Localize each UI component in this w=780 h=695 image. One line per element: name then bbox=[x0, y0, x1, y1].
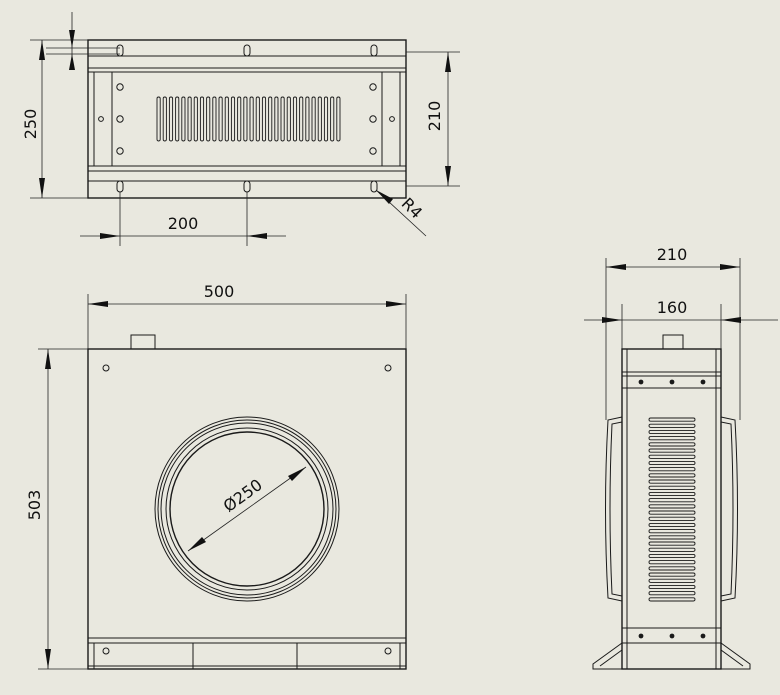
dim-label-503: 503 bbox=[25, 490, 44, 521]
vent-slot bbox=[648, 584, 696, 590]
vent-slot bbox=[648, 436, 696, 441]
dim-diameter: Ø250 bbox=[187, 466, 307, 552]
front-nozzle bbox=[130, 334, 156, 350]
vent-slot bbox=[648, 529, 696, 534]
vent-slot bbox=[317, 96, 322, 142]
vent-slot bbox=[168, 96, 174, 142]
dim-top-pitch: 200 bbox=[80, 192, 286, 246]
vent-slot bbox=[648, 510, 696, 515]
vent-slot bbox=[224, 96, 229, 142]
vent-slot bbox=[648, 578, 696, 583]
top-screws bbox=[98, 83, 395, 155]
dim-top-clearance bbox=[46, 12, 120, 70]
vent-slot bbox=[648, 498, 696, 503]
top-view: 250 210 200 bbox=[21, 12, 460, 246]
vent-slot bbox=[181, 96, 186, 142]
vent-slot bbox=[175, 96, 180, 142]
vent-slot bbox=[218, 96, 223, 142]
vent-slot bbox=[648, 467, 696, 472]
dim-top-height: 250 bbox=[21, 39, 88, 199]
vent-slot bbox=[648, 417, 696, 422]
vent-slot bbox=[648, 522, 696, 528]
side-feet bbox=[592, 642, 751, 670]
vent-slot bbox=[648, 479, 696, 484]
dim-label-160: 160 bbox=[657, 298, 688, 317]
vent-slot bbox=[648, 566, 696, 571]
vent-slot bbox=[199, 96, 205, 142]
vent-slot bbox=[280, 96, 285, 142]
vent-slot bbox=[330, 96, 335, 142]
dim-top-inner: 210 bbox=[406, 51, 460, 187]
vent-slot bbox=[187, 96, 192, 142]
vent-slot bbox=[274, 96, 279, 142]
vent-slot bbox=[648, 454, 696, 459]
vent-slot bbox=[162, 96, 167, 142]
vent-slot bbox=[292, 96, 298, 142]
vent-slot bbox=[648, 572, 696, 577]
vent-slot bbox=[230, 96, 236, 142]
vent-slot bbox=[648, 491, 696, 497]
vent-slot bbox=[268, 96, 273, 142]
dim-label-210-top: 210 bbox=[425, 101, 444, 132]
slot-hole bbox=[370, 44, 378, 57]
vent-slot bbox=[299, 96, 304, 142]
vent-slot bbox=[261, 96, 267, 142]
dim-front-width: 500 bbox=[87, 282, 407, 349]
side-view: 210 160 bbox=[584, 245, 778, 670]
vent-slot bbox=[286, 96, 291, 142]
slot-hole bbox=[116, 180, 124, 193]
vent-slot bbox=[648, 591, 696, 596]
vent-slot bbox=[648, 597, 696, 602]
slot-hole bbox=[243, 44, 251, 57]
vent-slot bbox=[648, 547, 696, 552]
vent-slot bbox=[648, 448, 696, 453]
dim-front-height: 503 bbox=[25, 348, 88, 670]
vent-slot bbox=[648, 429, 696, 435]
vent-slot bbox=[648, 442, 696, 447]
vent-slot bbox=[156, 96, 161, 142]
vent-slot bbox=[648, 541, 696, 546]
vent-slot bbox=[648, 473, 696, 478]
vent-slot bbox=[648, 553, 696, 559]
vent-slot bbox=[206, 96, 211, 142]
dim-label-diameter: Ø250 bbox=[220, 475, 266, 516]
vent-slot bbox=[648, 504, 696, 509]
dim-radius: R4 bbox=[375, 189, 427, 237]
front-view: Ø250 500 503 bbox=[25, 282, 407, 670]
side-nozzle bbox=[662, 334, 684, 350]
top-vent-slots bbox=[156, 96, 341, 142]
vent-slot bbox=[648, 535, 696, 540]
vent-slot bbox=[648, 485, 696, 490]
side-view-outline bbox=[621, 348, 722, 670]
front-duct-flange bbox=[154, 416, 340, 602]
vent-slot bbox=[311, 96, 316, 142]
vent-slot bbox=[193, 96, 198, 142]
front-view-outline bbox=[87, 348, 407, 670]
slot-hole bbox=[370, 180, 378, 193]
dim-label-500: 500 bbox=[204, 282, 235, 301]
vent-slot bbox=[648, 516, 696, 521]
dim-side-inner: 160 bbox=[584, 298, 778, 349]
vent-slot bbox=[255, 96, 260, 142]
vent-slot bbox=[237, 96, 242, 142]
vent-slot bbox=[249, 96, 254, 142]
dim-side-width: 210 bbox=[605, 245, 741, 420]
vent-slot bbox=[323, 96, 329, 142]
vent-slot bbox=[648, 560, 696, 565]
vent-slot bbox=[648, 460, 696, 466]
vent-slot bbox=[648, 423, 696, 428]
dim-label-200: 200 bbox=[168, 214, 199, 233]
vent-slot bbox=[336, 96, 341, 142]
dim-label-250: 250 bbox=[21, 109, 40, 140]
vent-slot bbox=[305, 96, 310, 142]
vent-slot bbox=[212, 96, 217, 142]
slot-hole bbox=[243, 180, 251, 193]
vent-slot bbox=[243, 96, 248, 142]
dim-label-210-side: 210 bbox=[657, 245, 688, 264]
side-vent-slots bbox=[648, 417, 696, 602]
